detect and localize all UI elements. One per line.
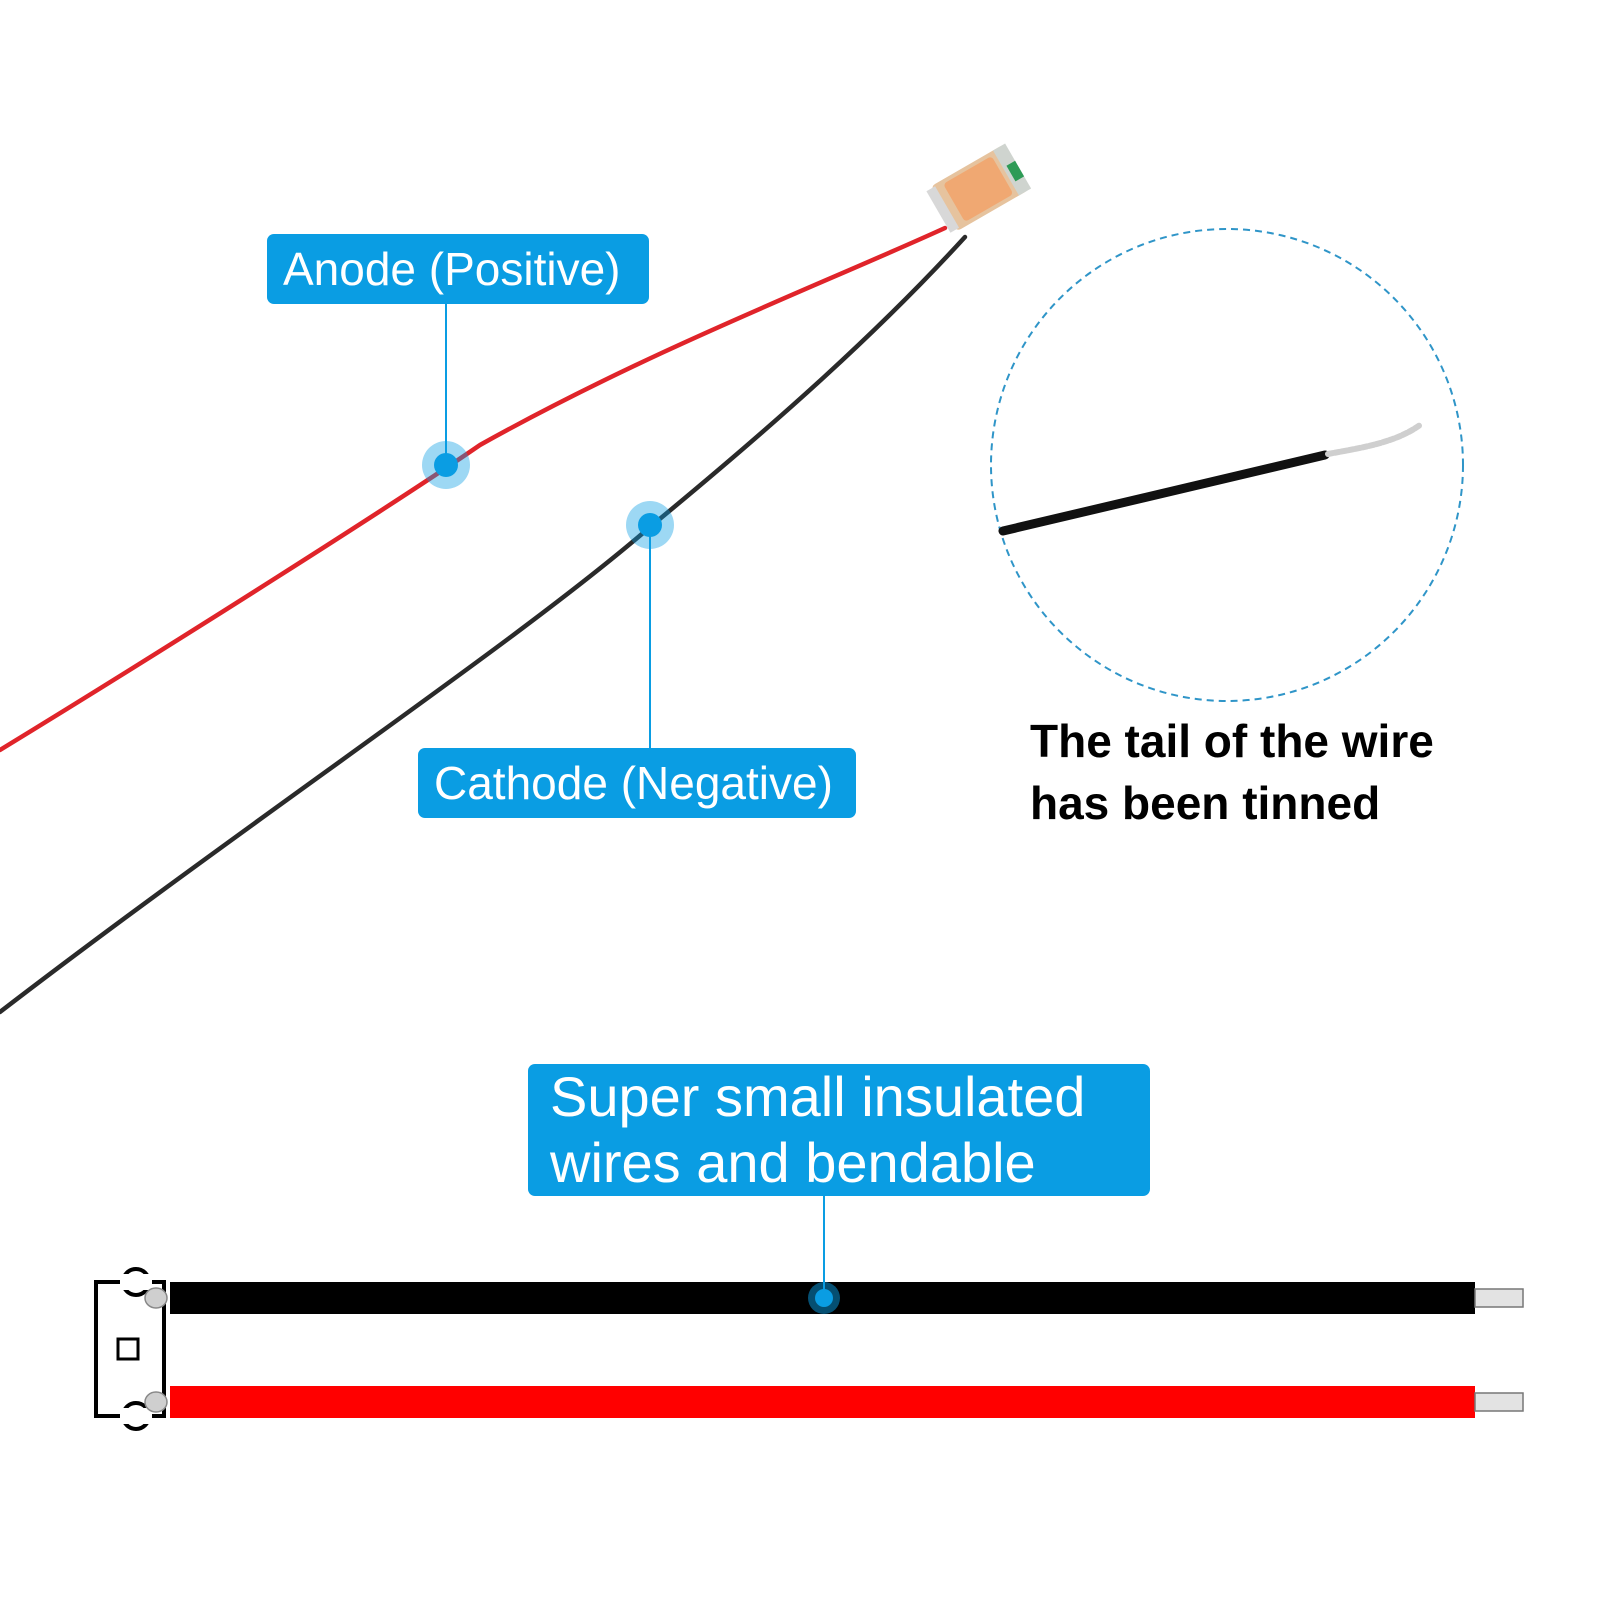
tail-caption-line2: has been tinned (1030, 777, 1381, 829)
anode-label: Anode (Positive) (283, 243, 621, 295)
wires-callout: Super small insulated wires and bendable (528, 1064, 1150, 1196)
smd-led (926, 143, 1032, 233)
wires-marker-dot (815, 1289, 833, 1307)
red-wire-end (1474, 1392, 1524, 1412)
anode-marker-dot (434, 453, 458, 477)
red-wire (0, 225, 948, 753)
anode-callout: Anode (Positive) (267, 234, 649, 304)
cathode-label: Cathode (Negative) (434, 757, 833, 809)
tinned-tail-caption: The tail of the wire has been tinned (1030, 710, 1530, 834)
wires-label-line2: wires and bendable (550, 1131, 1036, 1194)
zoomed-wire (998, 450, 1330, 536)
cathode-marker-dot (638, 513, 662, 537)
tail-caption-line1: The tail of the wire (1030, 715, 1434, 767)
wires-label-line1: Super small insulated (550, 1065, 1086, 1128)
tinned-wire-tail (1325, 422, 1423, 457)
black-wire (0, 234, 968, 1015)
bottom-solder-joint (144, 1391, 168, 1413)
black-wire-end (1474, 1288, 1524, 1308)
top-solder-joint (144, 1287, 168, 1309)
cathode-callout: Cathode (Negative) (418, 748, 856, 818)
schematic-red-wire (170, 1386, 1475, 1418)
led-square-icon (116, 1337, 140, 1361)
zoom-circle (990, 228, 1464, 702)
